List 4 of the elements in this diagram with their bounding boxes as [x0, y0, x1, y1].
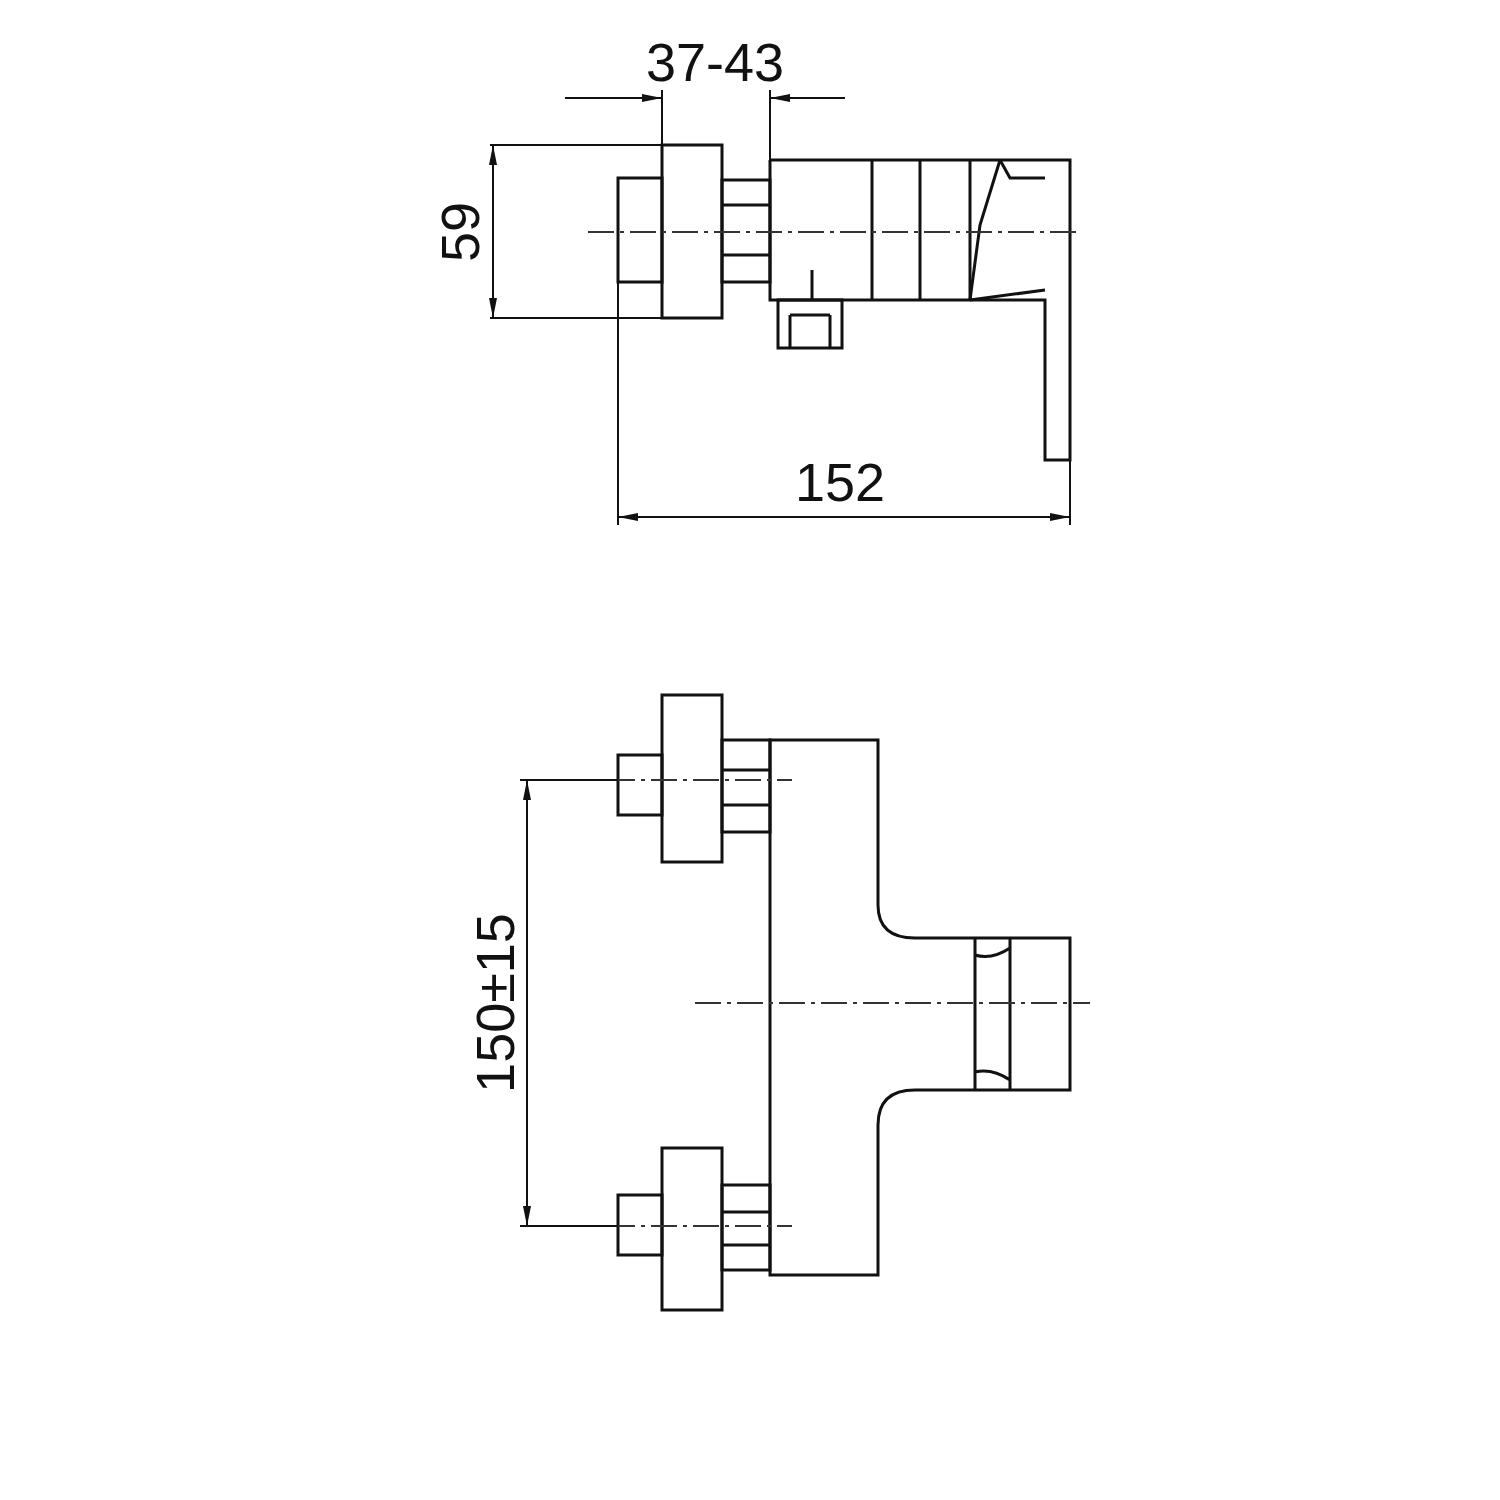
dimension-label: 37-43: [645, 35, 785, 89]
dimension-label: 152: [794, 455, 886, 509]
dimension-label: 59: [433, 201, 487, 263]
dimension-label: 150±15: [468, 913, 522, 1093]
